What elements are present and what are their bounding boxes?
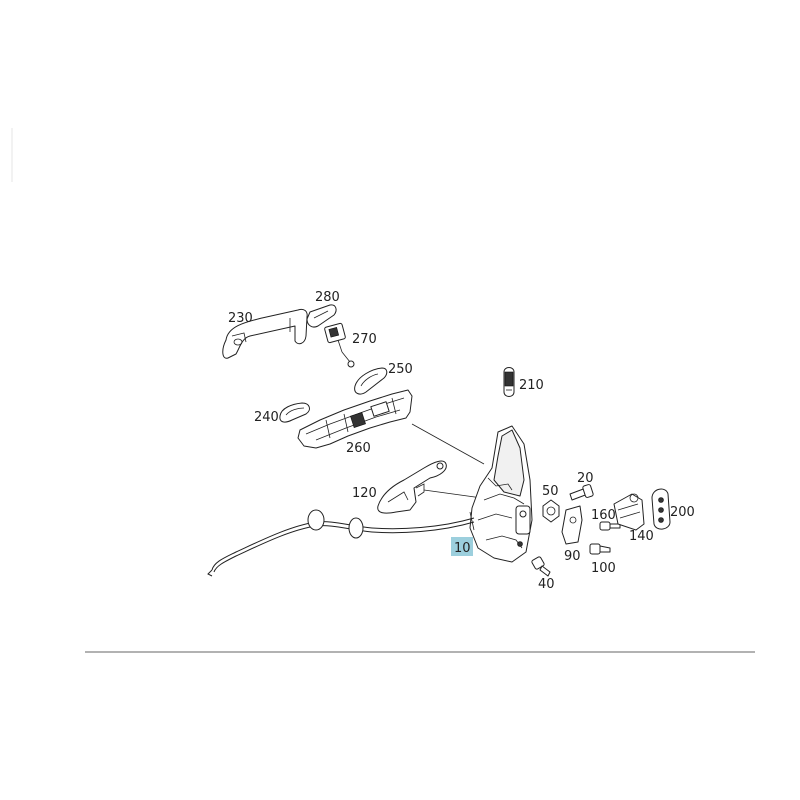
callout-20[interactable]: 20 xyxy=(577,471,594,486)
part-50-nut[interactable] xyxy=(542,499,560,523)
part-260-handle-carrier[interactable] xyxy=(297,389,413,449)
callout-230[interactable]: 230 xyxy=(228,311,253,326)
callout-90[interactable]: 90 xyxy=(564,549,581,564)
callout-120[interactable]: 120 xyxy=(352,486,377,501)
callout-210[interactable]: 210 xyxy=(519,378,544,393)
leader-260-to-lock xyxy=(411,423,485,465)
part-200-striker-plate[interactable] xyxy=(651,488,671,530)
callout-270[interactable]: 270 xyxy=(352,332,377,347)
bowden-cable xyxy=(207,509,475,577)
part-230-outer-handle[interactable] xyxy=(222,308,308,359)
part-270-lock-cylinder[interactable] xyxy=(324,322,355,368)
part-120-cover-bracket[interactable] xyxy=(377,460,447,514)
callout-10-highlight xyxy=(451,537,473,556)
callout-260[interactable]: 260 xyxy=(346,441,371,456)
callout-100[interactable]: 100 xyxy=(591,561,616,576)
leader-120-to-lock xyxy=(423,489,483,499)
callout-40[interactable]: 40 xyxy=(538,577,555,592)
callout-240[interactable]: 240 xyxy=(254,410,279,425)
callout-140[interactable]: 140 xyxy=(629,529,654,544)
part-280-handle-cap[interactable] xyxy=(306,304,337,328)
part-10-door-lock[interactable] xyxy=(469,425,533,563)
part-40-bolt[interactable] xyxy=(531,556,551,577)
callout-250[interactable]: 250 xyxy=(388,362,413,377)
callout-10[interactable]: 10 xyxy=(454,541,471,556)
part-100-screw[interactable] xyxy=(589,543,611,555)
callout-280[interactable]: 280 xyxy=(315,290,340,305)
callout-50[interactable]: 50 xyxy=(542,484,559,499)
callout-200[interactable]: 200 xyxy=(670,505,695,520)
part-210-cap[interactable] xyxy=(503,367,515,397)
callout-160[interactable]: 160 xyxy=(591,508,616,523)
part-140-striker[interactable] xyxy=(613,493,645,531)
part-240-gasket[interactable] xyxy=(279,402,310,423)
part-250-gasket[interactable] xyxy=(354,367,388,395)
part-160-screw[interactable] xyxy=(599,521,621,531)
part-20-screw[interactable] xyxy=(569,484,594,501)
part-90-bracket[interactable] xyxy=(561,505,583,545)
